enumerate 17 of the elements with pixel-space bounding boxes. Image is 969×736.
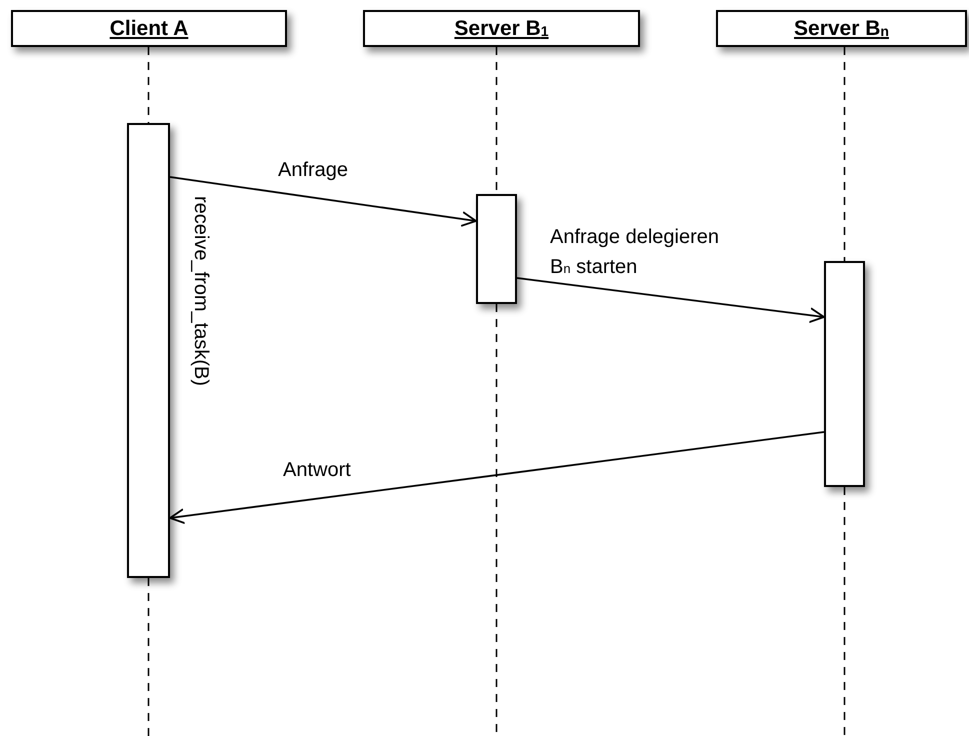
lifeline bbox=[148, 578, 150, 736]
activation-bar bbox=[824, 261, 865, 487]
activation-bar bbox=[127, 123, 170, 578]
activation-bar bbox=[476, 194, 517, 304]
participant-name: Client A bbox=[110, 16, 188, 40]
message-arrow bbox=[516, 277, 825, 324]
message-arrow bbox=[169, 431, 824, 524]
lifeline-header bbox=[716, 10, 967, 47]
lifeline-header bbox=[11, 10, 287, 47]
lifeline bbox=[148, 47, 150, 123]
message-label: Antwort bbox=[283, 458, 351, 483]
lifeline-header bbox=[363, 10, 640, 47]
method-label: receive_from_task(B) bbox=[189, 196, 212, 386]
lifeline bbox=[844, 47, 846, 261]
message-arrow bbox=[170, 176, 477, 227]
lifeline bbox=[844, 487, 846, 736]
message-label: Anfrage bbox=[278, 158, 348, 183]
